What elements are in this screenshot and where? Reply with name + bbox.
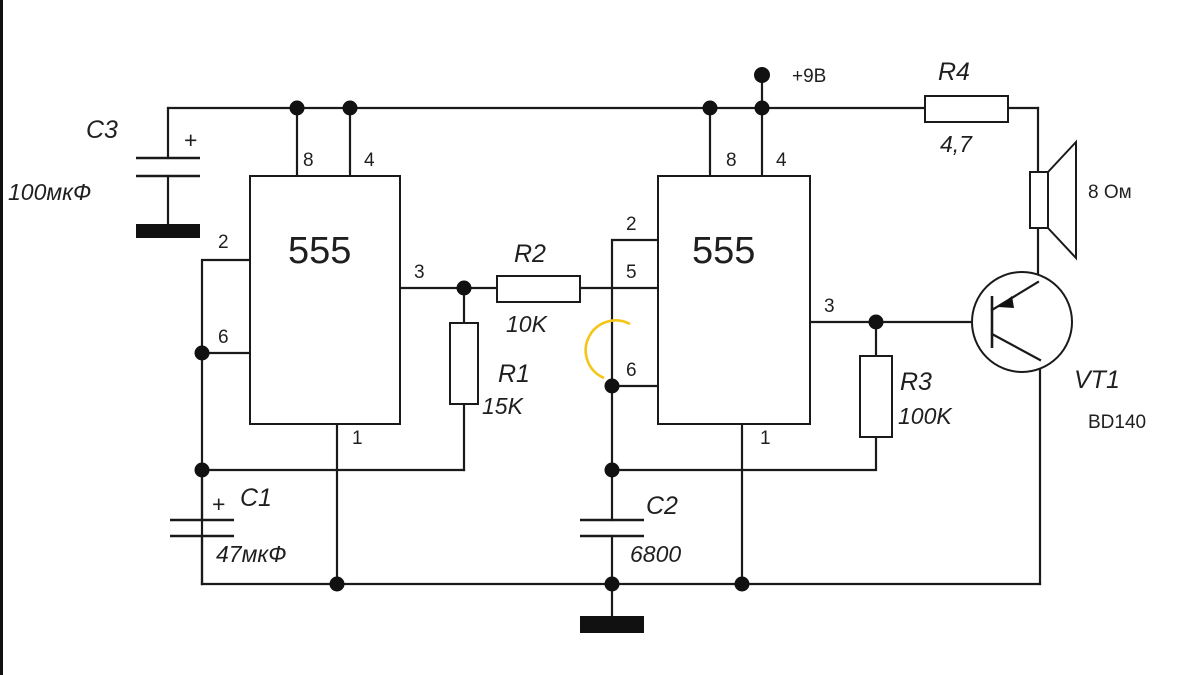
junction-dot (342, 100, 358, 116)
junction-dots (194, 100, 884, 592)
capacitor-c2: C2 6800 (580, 492, 681, 633)
junction-dot (604, 576, 620, 592)
speaker: 8 Ом (1029, 139, 1132, 261)
ic-left-555: 555 8 4 2 6 3 1 (218, 150, 425, 449)
junction-dot (868, 314, 884, 330)
junction-dot (604, 378, 620, 394)
ic-right-555: 555 8 4 2 5 6 3 1 (626, 150, 835, 449)
c1-value: 47мкФ (216, 541, 287, 567)
resistor-r4: R4 4,7 (924, 58, 1009, 157)
ic-right-pin8: 8 (726, 150, 737, 171)
resistor-r3: R3 100K (859, 355, 953, 438)
junction-dot (702, 100, 718, 116)
vt1-ref: VT1 (1074, 366, 1120, 394)
ground-symbol-main (580, 616, 644, 633)
r1-body (449, 322, 479, 405)
junction-dot (456, 280, 472, 296)
supply-terminal: +9В (754, 66, 826, 87)
wire-ic2-pin2 (610, 238, 660, 522)
left-border-line (0, 0, 3, 675)
ic-left-body (249, 175, 401, 425)
supply-dot (754, 67, 770, 83)
vt1-emitter-lead (990, 332, 1042, 362)
ic-left-pin8: 8 (303, 150, 314, 171)
ic-left-label: 555 (288, 230, 351, 272)
junction-dot (604, 462, 620, 478)
ic-left-pin2: 2 (218, 232, 229, 253)
ic-left-pin1: 1 (352, 428, 363, 449)
capacitor-c3: + C3 100мкФ (8, 116, 200, 238)
capacitor-c1: + C1 47мкФ (170, 484, 287, 567)
transistor-vt1: VT1 BD140 (971, 271, 1146, 433)
ic-right-pin5: 5 (626, 262, 637, 283)
speaker-cone-icon (1047, 139, 1077, 261)
ic-right-body (657, 175, 811, 425)
r3-body (859, 355, 893, 438)
r3-value: 100K (898, 403, 953, 429)
c1-polarity: + (212, 491, 225, 517)
c2-value: 6800 (630, 541, 681, 567)
c3-value: 100мкФ (8, 179, 91, 205)
r4-body (924, 95, 1009, 123)
vt1-envelope (971, 271, 1073, 373)
speaker-value: 8 Ом (1088, 182, 1132, 203)
r1-ref: R1 (498, 360, 530, 388)
r4-ref: R4 (938, 58, 970, 86)
vt1-collector-lead (990, 280, 1040, 312)
resistor-r2: R2 10K (496, 240, 581, 337)
c2-ref: C2 (646, 492, 678, 520)
ic-right-pin3: 3 (824, 296, 835, 317)
junction-dot (754, 100, 770, 116)
vt1-arrow-icon (998, 296, 1014, 308)
speaker-coil (1029, 171, 1049, 229)
ic-left-pin3: 3 (414, 262, 425, 283)
r2-ref: R2 (514, 240, 546, 268)
junction-dot (194, 462, 210, 478)
ic-right-pin1: 1 (760, 428, 771, 449)
c3-polarity: + (184, 127, 197, 153)
r4-value: 4,7 (940, 131, 973, 157)
junction-dot (194, 345, 210, 361)
ic-right-pin2: 2 (626, 214, 637, 235)
ic-left-pin4: 4 (364, 150, 375, 171)
resistor-r1: R1 15K (449, 322, 530, 419)
cursor-highlight-arc (584, 319, 631, 380)
wire-r3-bottom (610, 435, 878, 472)
supply-label: +9В (792, 66, 826, 87)
c3-ref: C3 (86, 116, 118, 144)
c1-ref: C1 (240, 484, 272, 512)
junction-dot (329, 576, 345, 592)
vt1-part: BD140 (1088, 412, 1146, 433)
r2-body (496, 275, 581, 303)
ic-right-pin6: 6 (626, 360, 637, 381)
junction-dot (734, 576, 750, 592)
junction-dot (289, 100, 305, 116)
ic-right-label: 555 (692, 230, 755, 272)
r3-ref: R3 (900, 368, 932, 396)
r1-value: 15K (482, 393, 525, 419)
ic-right-pin4: 4 (776, 150, 787, 171)
ground-symbol-c3 (136, 224, 200, 238)
r2-value: 10K (506, 311, 549, 337)
ic-left-pin6: 6 (218, 327, 229, 348)
